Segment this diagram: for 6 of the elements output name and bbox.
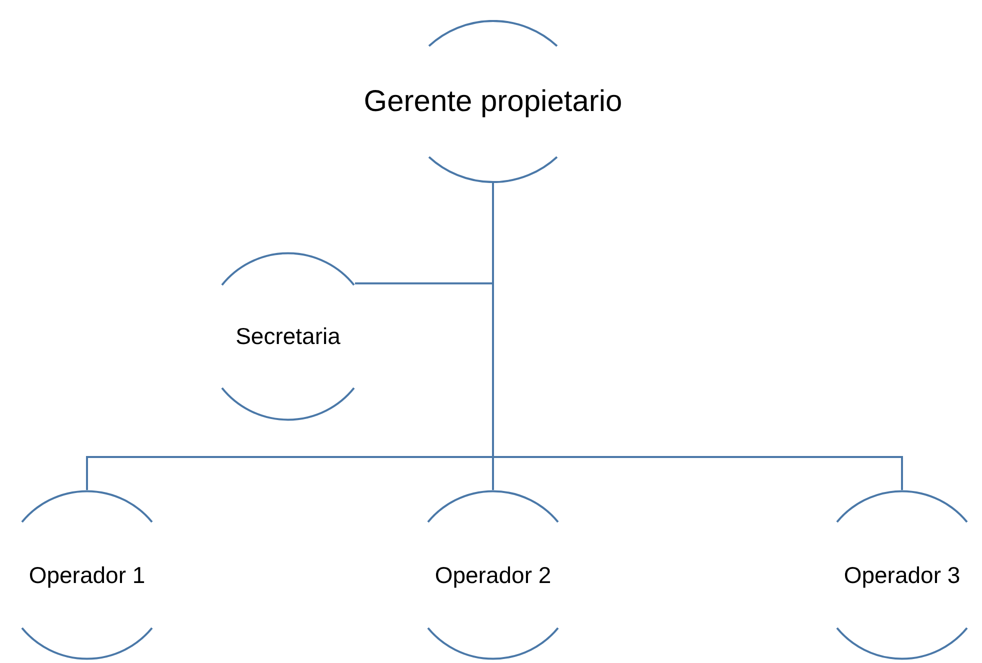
node-label: Operador 1 (28, 560, 146, 590)
node-label: Secretaria (236, 322, 340, 352)
node-label: Gerente propietario (364, 84, 622, 120)
connector-line (492, 183, 903, 490)
node-label: Operador 2 (434, 560, 552, 590)
node-label: Operador 3 (844, 560, 960, 590)
